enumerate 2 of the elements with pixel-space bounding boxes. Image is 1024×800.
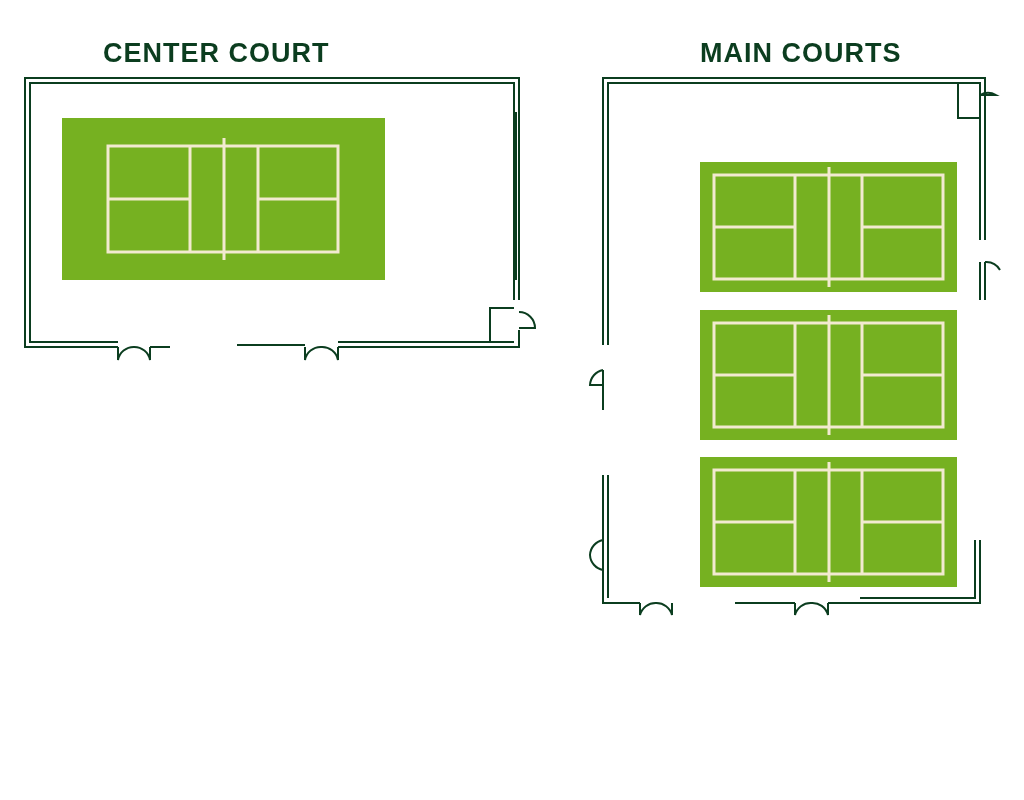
area-heading: MAIN COURTS xyxy=(700,38,902,68)
area-heading: CENTER COURT xyxy=(103,38,330,68)
